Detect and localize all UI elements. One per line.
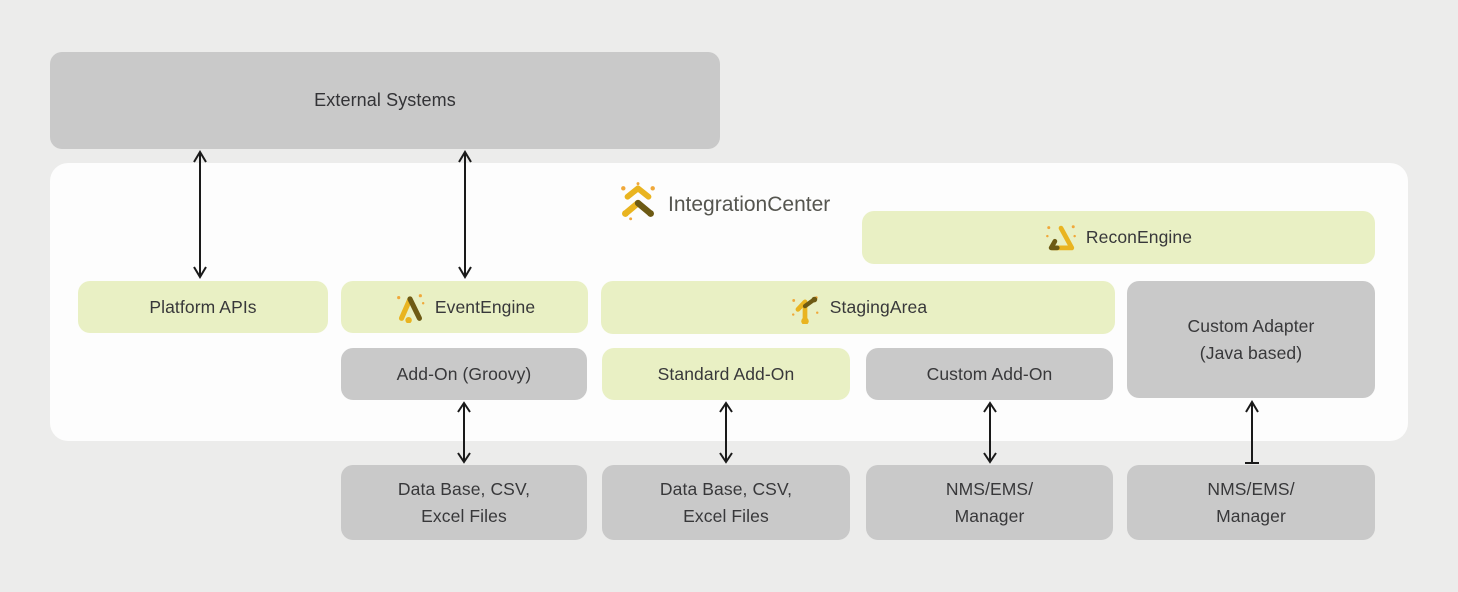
node-label-line2: Excel Files [421, 505, 507, 526]
node-label: Custom Add-On [926, 363, 1053, 384]
node-label-line1: NMS/EMS/ [1207, 479, 1295, 500]
node-platform-apis: Platform APIs [78, 281, 328, 333]
node-label: EventEngine [434, 296, 536, 317]
panel-title: IntegrationCenter [617, 181, 831, 229]
node-custom-addon: Custom Add-On [866, 348, 1113, 400]
node-label-line1: NMS/EMS/ [945, 479, 1034, 500]
node-nms-ems-manager-1: NMS/EMS/ Manager [866, 465, 1113, 540]
recon-engine-icon [1045, 222, 1077, 254]
node-label-line2: Excel Files [683, 505, 769, 526]
node-standard-addon: Standard Add-On [602, 348, 850, 400]
node-addon-groovy: Add-On (Groovy) [341, 348, 587, 400]
node-nms-ems-manager-2: NMS/EMS/ Manager [1127, 465, 1375, 540]
node-label-line2: Manager [1216, 505, 1286, 526]
node-label: ReconEngine [1085, 227, 1193, 248]
node-staging-area: StagingArea [601, 281, 1115, 334]
node-label-line2: (Java based) [1199, 342, 1303, 363]
node-external-systems: External Systems [50, 52, 720, 149]
node-label: Standard Add-On [657, 363, 795, 384]
node-label-line1: Data Base, CSV, [659, 479, 793, 500]
event-engine-icon [394, 291, 426, 323]
node-label: External Systems [314, 90, 456, 110]
node-database-csv-excel-2: Data Base, CSV, Excel Files [602, 465, 850, 540]
staging-area-icon [789, 292, 821, 324]
node-label: Platform APIs [149, 296, 257, 317]
node-label-line1: Custom Adapter [1187, 316, 1315, 337]
node-event-engine: EventEngine [341, 281, 588, 333]
node-database-csv-excel-1: Data Base, CSV, Excel Files [341, 465, 587, 540]
node-label-line1: Data Base, CSV, [397, 479, 531, 500]
node-label: StagingArea [829, 297, 928, 318]
node-label: Add-On (Groovy) [396, 363, 532, 384]
panel-title-label: IntegrationCenter [668, 193, 831, 216]
node-custom-adapter: Custom Adapter (Java based) [1127, 281, 1375, 398]
node-label-line2: Manager [954, 505, 1025, 526]
node-recon-engine: ReconEngine [862, 211, 1375, 264]
integration-center-logo-icon [617, 181, 659, 229]
